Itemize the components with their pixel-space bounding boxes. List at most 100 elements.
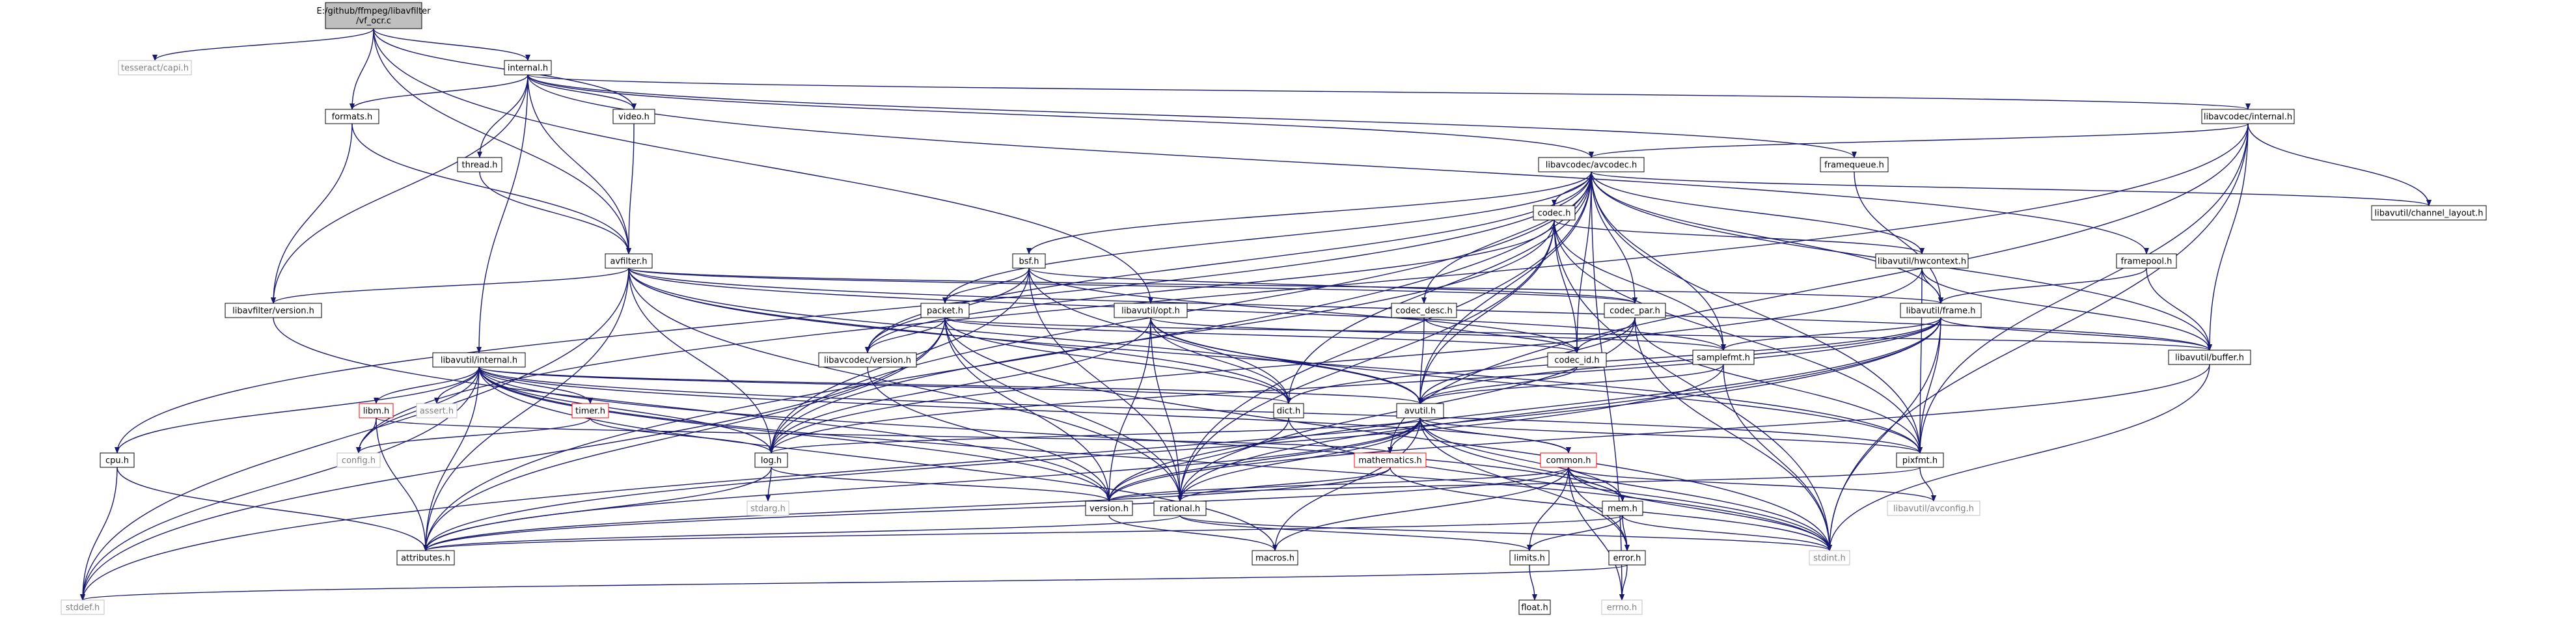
node-codec_id[interactable]: codec_id.h: [1547, 352, 1607, 368]
node-label-avfilter: avfilter.h: [610, 257, 647, 267]
node-buffer[interactable]: libavutil/buffer.h: [2168, 350, 2251, 365]
edge-pixfmt-to-version: [1106, 467, 1921, 502]
node-common[interactable]: common.h: [1540, 452, 1597, 468]
edge-avfilter-to-lavfi_version: [271, 267, 629, 304]
node-box-timer: [571, 403, 609, 418]
node-label-mem: mem.h: [1608, 504, 1637, 514]
edge-hwcontext-to-log: [769, 267, 1923, 454]
node-box-formats: [325, 109, 379, 124]
edge-root-to-video: [373, 28, 637, 110]
node-mem[interactable]: mem.h: [1602, 500, 1643, 516]
edge-formats-to-lavfi_version: [271, 123, 353, 304]
edge-opt-to-version: [1106, 317, 1151, 502]
node-label-libm: libm.h: [363, 407, 390, 417]
node-box-codec_desc: [1391, 303, 1457, 318]
edge-lavc_internal-to-config: [356, 123, 2249, 454]
node-label-codec_desc: codec_desc.h: [1395, 307, 1453, 316]
node-timer[interactable]: timer.h: [571, 403, 609, 418]
edge-lavc_version-to-version: [867, 366, 1112, 502]
edge-packet-to-buffer: [944, 317, 2212, 351]
node-box-error: [1608, 550, 1646, 566]
node-channel_layout[interactable]: libavutil/channel_layout.h: [2371, 205, 2487, 221]
edge-common-to-error: [1568, 467, 1630, 551]
node-framepool[interactable]: framepool.h: [2116, 253, 2177, 269]
edge-cpu-to-stddef: [80, 467, 118, 601]
node-error[interactable]: error.h: [1608, 550, 1646, 566]
node-label-error: error.h: [1613, 554, 1641, 564]
node-frame[interactable]: libavutil/frame.h: [1900, 303, 1982, 318]
node-codec[interactable]: codec.h: [1533, 205, 1576, 221]
edge-internal-to-lavc_internal: [527, 74, 2251, 110]
node-box-cpu: [100, 452, 135, 468]
node-box-thread: [457, 157, 502, 172]
node-dict[interactable]: dict.h: [1273, 403, 1304, 418]
edge-lavu_internal-to-timer: [478, 366, 593, 404]
node-libm[interactable]: libm.h: [359, 403, 394, 418]
node-video[interactable]: video.h: [612, 109, 655, 124]
node-limits[interactable]: limits.h: [1509, 550, 1550, 566]
node-codec_desc[interactable]: codec_desc.h: [1391, 303, 1457, 318]
node-hwcontext[interactable]: libavutil/hwcontext.h: [1875, 253, 1969, 269]
node-label-avutil: avutil.h: [1404, 407, 1436, 417]
node-samplefmt[interactable]: samplefmt.h: [1692, 350, 1755, 365]
edge-dict-to-version: [1106, 417, 1289, 502]
node-cpu[interactable]: cpu.h: [100, 452, 135, 468]
node-lavfi_version[interactable]: libavfilter/version.h: [225, 303, 322, 318]
node-box-internal: [504, 60, 552, 75]
node-formats[interactable]: formats.h: [325, 109, 379, 124]
node-label-root: /vf_ocr.c: [356, 16, 391, 26]
node-label-dict: dict.h: [1277, 407, 1300, 417]
edge-lavc_internal-to-pixfmt: [1917, 123, 2249, 454]
edge-avcodec-to-rational: [1177, 171, 1592, 502]
edge-samplefmt-to-stdint: [1723, 364, 1832, 551]
node-avfilter[interactable]: avfilter.h: [605, 253, 653, 269]
node-box-avcodec: [1538, 157, 1645, 172]
node-label-codec_id: codec_id.h: [1554, 356, 1599, 366]
edge-codec_par-to-stdint: [1634, 317, 1832, 551]
node-attributes[interactable]: attributes.h: [396, 550, 455, 566]
node-label-framepool: framepool.h: [2121, 257, 2172, 267]
edge-packet-to-lavc_version: [865, 317, 946, 353]
node-rational[interactable]: rational.h: [1153, 500, 1207, 516]
node-label-packet: packet.h: [927, 307, 963, 316]
node-lavc_version[interactable]: libavcodec/version.h: [818, 352, 917, 368]
edge-rational-to-limits: [1179, 515, 1532, 551]
node-avutil[interactable]: avutil.h: [1396, 403, 1444, 418]
edge-version-to-macros: [1108, 515, 1278, 551]
edge-lavc_internal-to-avcodec: [1589, 123, 2249, 158]
node-framequeue[interactable]: framequeue.h: [1820, 157, 1889, 172]
node-root[interactable]: E:/github/ffmpeg/libavfilter/vf_ocr.c: [317, 2, 432, 29]
node-mathematics[interactable]: mathematics.h: [1354, 452, 1427, 468]
node-box-lavc_internal: [2201, 109, 2295, 124]
node-float[interactable]: float.h: [1518, 599, 1551, 615]
edge-opt-to-dict: [1150, 317, 1291, 404]
node-internal[interactable]: internal.h: [504, 60, 552, 75]
node-box-pixfmt: [1896, 452, 1944, 468]
node-label-samplefmt: samplefmt.h: [1697, 353, 1750, 363]
node-box-channel_layout: [2371, 205, 2487, 221]
node-version[interactable]: version.h: [1085, 500, 1133, 516]
edge-internal-to-framepool: [527, 74, 2149, 254]
node-opt[interactable]: libavutil/opt.h: [1114, 303, 1188, 318]
edge-mem-to-stdint: [1622, 515, 1832, 551]
node-packet[interactable]: packet.h: [920, 303, 970, 318]
node-box-samplefmt: [1692, 350, 1755, 365]
node-log[interactable]: log.h: [754, 452, 788, 468]
node-box-config: [336, 452, 381, 468]
node-box-limits: [1509, 550, 1550, 566]
node-lavu_internal[interactable]: libavutil/internal.h: [432, 352, 526, 368]
node-box-stddef: [61, 599, 105, 615]
node-lavc_internal[interactable]: libavcodec/internal.h: [2201, 109, 2295, 124]
node-bsf[interactable]: bsf.h: [1012, 253, 1046, 269]
node-codec_par[interactable]: codec_par.h: [1604, 303, 1666, 318]
node-pixfmt[interactable]: pixfmt.h: [1896, 452, 1944, 468]
node-label-attributes: attributes.h: [401, 554, 450, 564]
node-macros[interactable]: macros.h: [1252, 550, 1298, 566]
edge-opt-to-pixfmt: [1150, 317, 1923, 454]
node-avcodec[interactable]: libavcodec/avcodec.h: [1538, 157, 1645, 172]
edge-codec-to-rational: [1177, 219, 1555, 502]
node-thread[interactable]: thread.h: [457, 157, 502, 172]
edge-frame-to-avutil: [1418, 317, 1941, 404]
edge-avcodec-to-bsf: [1026, 171, 1592, 254]
